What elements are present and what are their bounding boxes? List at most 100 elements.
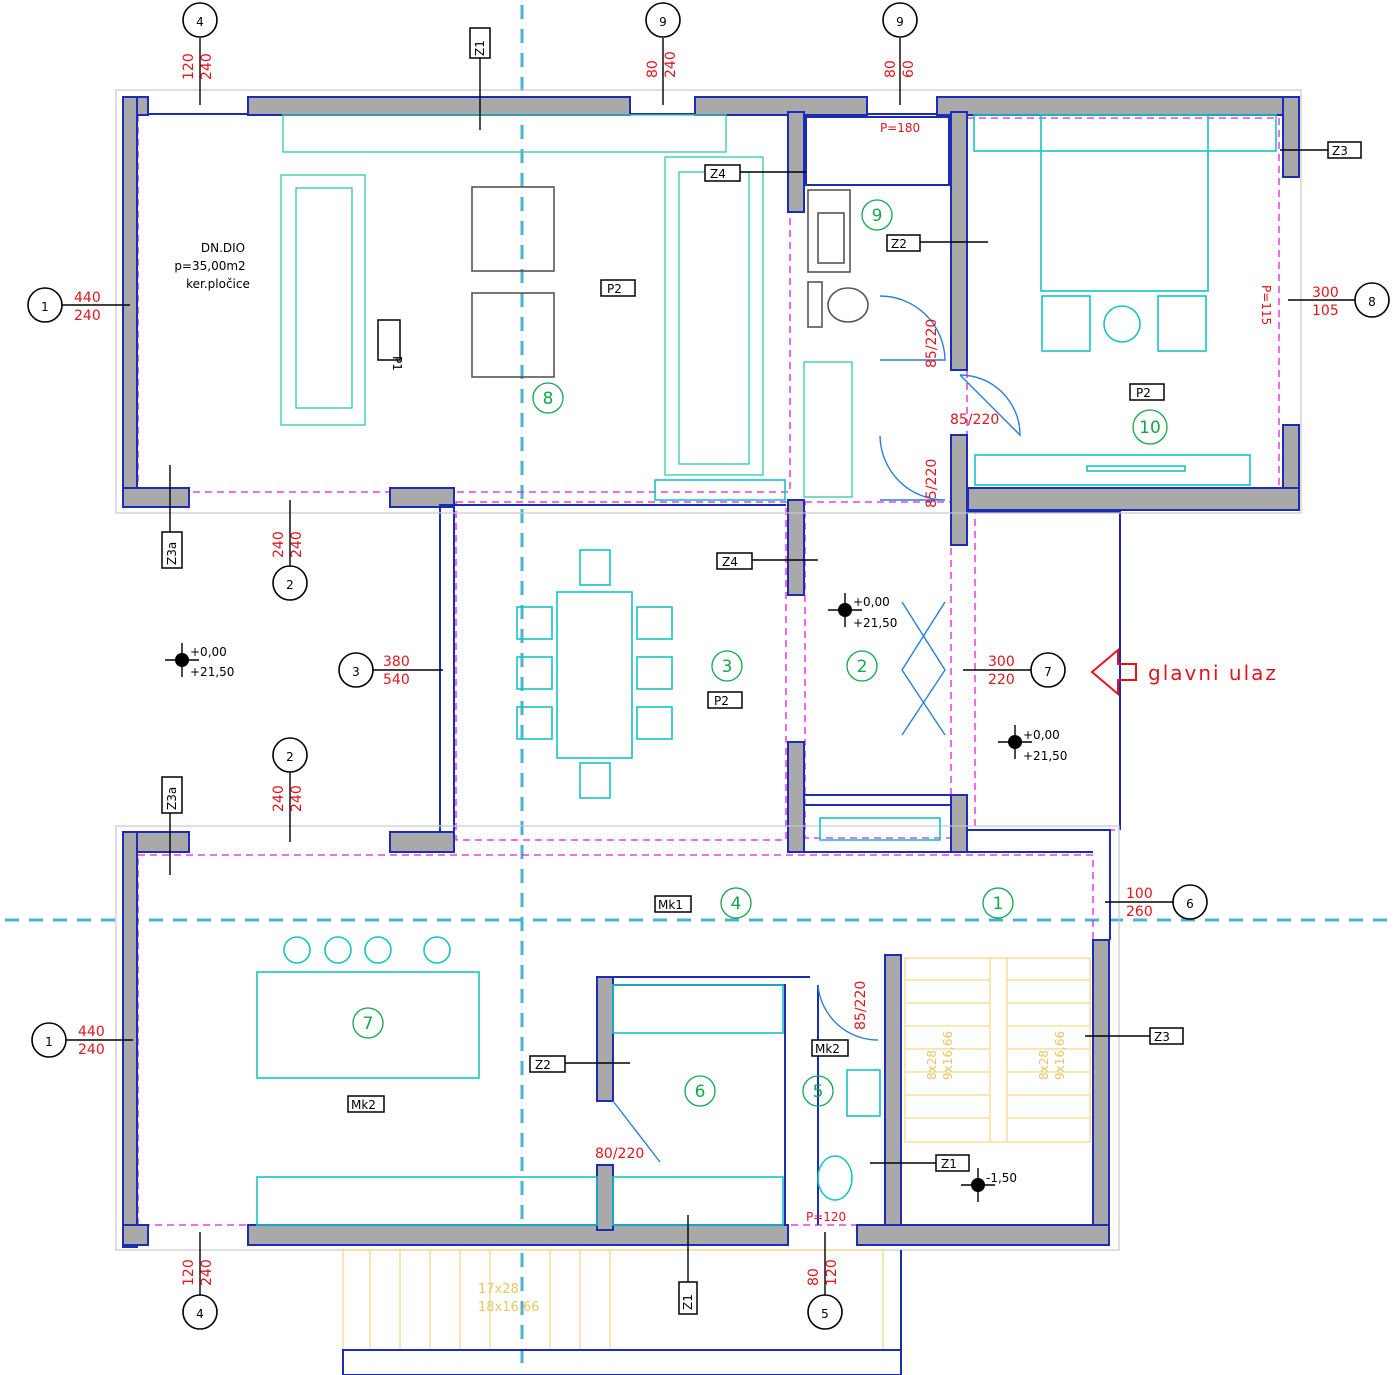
tag-p1: P1 bbox=[390, 356, 404, 371]
dim-7-b: 220 bbox=[988, 672, 1015, 688]
dim-3-b: 540 bbox=[383, 672, 410, 688]
grid-marker-4-bottom: 4 bbox=[196, 1307, 204, 1321]
main-entrance: glavni ulaz bbox=[1090, 647, 1278, 697]
door-dim-1: 85/220 bbox=[924, 319, 940, 368]
door-dim-4: 85/220 bbox=[853, 981, 869, 1030]
room-area: p=35,00m2 bbox=[174, 259, 245, 273]
dimension-labels: 120 240 80 240 80 60 440 240 300 105 240… bbox=[74, 51, 1339, 1286]
room-number-6: 6 bbox=[695, 1082, 706, 1102]
dim-2b-a: 240 bbox=[271, 785, 287, 812]
grid-marker-2b: 2 bbox=[286, 750, 294, 764]
room-number-10: 10 bbox=[1139, 418, 1161, 438]
grid-marker-9a: 9 bbox=[659, 15, 667, 29]
walls bbox=[115, 89, 1302, 1251]
grid-marker-5: 5 bbox=[821, 1307, 829, 1321]
dim-2a-a: 240 bbox=[271, 531, 287, 558]
tag-z1-b: Z1 bbox=[941, 1157, 957, 1171]
parapet-120: P=120 bbox=[806, 1210, 846, 1224]
tag-z2-a: Z2 bbox=[891, 237, 907, 251]
dim-5-b: 120 bbox=[824, 1259, 840, 1286]
dim-7-a: 300 bbox=[988, 654, 1015, 670]
dim-9a-a: 80 bbox=[645, 60, 661, 78]
dim-3-a: 380 bbox=[383, 654, 410, 670]
tag-p2-a: P2 bbox=[607, 282, 622, 296]
grid-marker-4-top: 4 bbox=[196, 15, 204, 29]
door-dim-2: 85/220 bbox=[950, 412, 999, 428]
dim-4-top-a: 120 bbox=[181, 53, 197, 80]
level-abs-b: +21,50 bbox=[853, 616, 897, 630]
stairs bbox=[342, 957, 1091, 1375]
dim-2a-b: 240 bbox=[289, 531, 305, 558]
tag-z1-top: Z1 bbox=[473, 40, 487, 56]
tag-p2-b: P2 bbox=[1136, 386, 1151, 400]
level-minus: -1,50 bbox=[986, 1171, 1017, 1185]
stair-label-3: 8x28 bbox=[1037, 1050, 1051, 1080]
room-number-2: 2 bbox=[857, 657, 868, 677]
parapet-115: P=115 bbox=[1259, 285, 1273, 325]
dim-9a-b: 240 bbox=[663, 51, 679, 78]
dim-1-bottom-b: 240 bbox=[78, 1042, 105, 1058]
grid-marker-1-top: 1 bbox=[41, 300, 49, 314]
grid-marker-2a: 2 bbox=[286, 578, 294, 592]
grid-markers: 4 9 9 1 8 2 3 2 7 6 1 4 5 bbox=[27, 2, 1390, 1330]
stair-label-1: 8x28 bbox=[925, 1050, 939, 1080]
grid-marker-6: 6 bbox=[1186, 897, 1194, 911]
grid-marker-3: 3 bbox=[352, 665, 360, 679]
grid-marker-8: 8 bbox=[1368, 295, 1376, 309]
tag-p2-c: P2 bbox=[714, 694, 729, 708]
stair-labels: 8x28 9x16,66 8x28 9x16,66 17x28 18x16,66 bbox=[478, 1031, 1067, 1315]
dim-4-top-b: 240 bbox=[199, 53, 215, 80]
stair-label-4: 9x16,66 bbox=[1053, 1031, 1067, 1080]
dim-4-bottom-b: 240 bbox=[199, 1259, 215, 1286]
tag-z3-a: Z3 bbox=[1332, 144, 1348, 158]
level-zero-b: +0,00 bbox=[853, 595, 890, 609]
tag-mk2-b: Mk2 bbox=[351, 1098, 376, 1112]
room-number-8: 8 bbox=[543, 389, 554, 409]
entrance-arrow-icon bbox=[1090, 647, 1137, 697]
dim-1-top-a: 440 bbox=[74, 290, 101, 306]
dim-1-top-b: 240 bbox=[74, 308, 101, 324]
grid-marker-1-bottom: 1 bbox=[45, 1035, 53, 1049]
dim-1-bottom-a: 440 bbox=[78, 1024, 105, 1040]
dim-9b-a: 80 bbox=[883, 60, 899, 78]
tag-z4-b: Z4 bbox=[722, 555, 738, 569]
tag-z1-bottom: Z1 bbox=[681, 1294, 695, 1310]
tag-z3-b: Z3 bbox=[1154, 1030, 1170, 1044]
level-zero-c: +0,00 bbox=[1023, 728, 1060, 742]
room-number-5: 5 bbox=[813, 1082, 824, 1102]
dim-8-a: 300 bbox=[1312, 285, 1339, 301]
parapet-180: P=180 bbox=[880, 121, 920, 135]
tag-z3a-b: Z3a bbox=[165, 787, 179, 810]
room-number-3: 3 bbox=[722, 657, 733, 677]
dim-4-bottom-a: 120 bbox=[181, 1259, 197, 1286]
door-dim-5: 80/220 bbox=[595, 1146, 644, 1162]
tag-mk1: Mk1 bbox=[658, 898, 683, 912]
dim-2b-b: 240 bbox=[289, 785, 305, 812]
level-markers: +0,00 +21,50 +0,00 +21,50 +0,00 +21,50 -… bbox=[165, 593, 1067, 1202]
grid-marker-7: 7 bbox=[1044, 665, 1052, 679]
leaders bbox=[62, 38, 1356, 1295]
tag-z2-b: Z2 bbox=[535, 1058, 551, 1072]
dim-6-a: 100 bbox=[1126, 886, 1153, 902]
grid-marker-9b: 9 bbox=[896, 15, 904, 29]
tag-z4-a: Z4 bbox=[710, 167, 726, 181]
room-number-7: 7 bbox=[363, 1014, 374, 1034]
dim-6-b: 260 bbox=[1126, 904, 1153, 920]
door-dim-3: 85/220 bbox=[924, 459, 940, 508]
tag-mk2-a: Mk2 bbox=[815, 1042, 840, 1056]
dim-5-a: 80 bbox=[806, 1268, 822, 1286]
room-numbers: 8 9 10 3 2 4 1 7 6 5 bbox=[352, 199, 1168, 1107]
room-number-4: 4 bbox=[731, 894, 742, 914]
room-name: DN.DIO bbox=[201, 241, 245, 255]
dim-8-b: 105 bbox=[1312, 303, 1339, 319]
stair-label-6: 18x16,66 bbox=[478, 1300, 539, 1315]
tag-z3a-a: Z3a bbox=[165, 542, 179, 565]
dim-9b-b: 60 bbox=[901, 60, 917, 78]
main-entrance-label: glavni ulaz bbox=[1148, 661, 1278, 685]
level-zero-a: +0,00 bbox=[190, 645, 227, 659]
room-floor: ker.pločice bbox=[186, 277, 250, 291]
room-number-9: 9 bbox=[872, 206, 883, 226]
doors bbox=[612, 295, 1021, 1163]
level-abs-c: +21,50 bbox=[1023, 749, 1067, 763]
